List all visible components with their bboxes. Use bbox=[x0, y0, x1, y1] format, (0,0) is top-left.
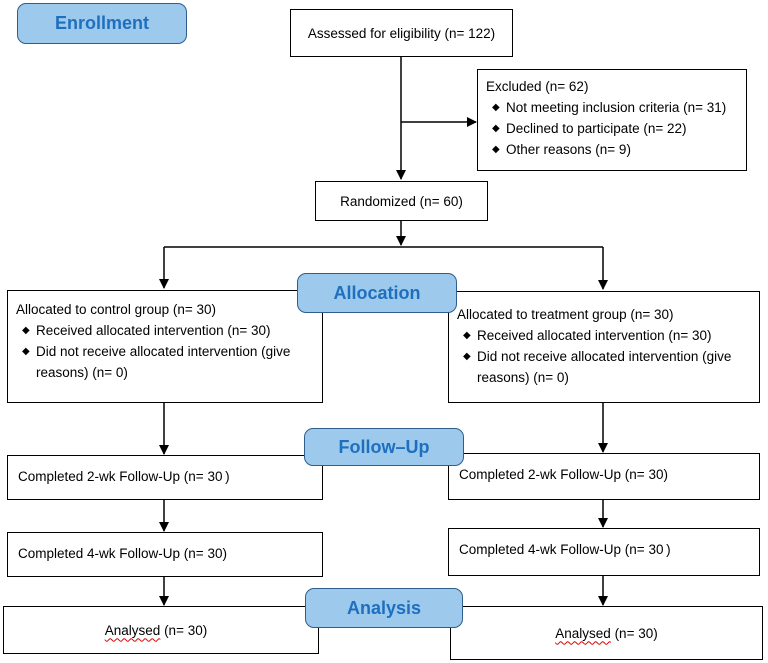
bullet-icon: ◆ bbox=[22, 325, 30, 336]
assessed-box: Assessed for eligibility (n= 122) bbox=[290, 9, 513, 57]
control-allocation-box: Allocated to control group (n= 30) ◆Rece… bbox=[7, 290, 323, 403]
control-allocated-text: Allocated to control group (n= 30) bbox=[16, 302, 216, 317]
treatment-followup-4wk-text: Completed 4-wk Follow-Up (n= 30 ) bbox=[459, 542, 671, 557]
bullet-icon: ◆ bbox=[492, 144, 500, 155]
control-followup-2wk-text: Completed 2-wk Follow-Up (n= 30 ) bbox=[18, 469, 230, 484]
control-analysed-count: (n= 30) bbox=[160, 622, 208, 638]
stage-follow-up: Follow–Up bbox=[304, 428, 464, 466]
bullet-icon: ◆ bbox=[22, 346, 30, 357]
bullet-icon: ◆ bbox=[492, 102, 500, 113]
control-followup-2wk-box: Completed 2-wk Follow-Up (n= 30 ) bbox=[7, 455, 323, 500]
control-analysed-box: Analysed (n= 30) bbox=[3, 606, 319, 654]
treatment-received-item: ◆Received allocated intervention (n= 30) bbox=[457, 325, 751, 346]
treatment-allocated-text: Allocated to treatment group (n= 30) bbox=[457, 307, 674, 322]
bullet-icon: ◆ bbox=[463, 330, 471, 341]
bullet-icon: ◆ bbox=[492, 123, 500, 134]
control-followup-4wk-box: Completed 4-wk Follow-Up (n= 30) bbox=[7, 532, 323, 577]
assessed-text: Assessed for eligibility (n= 122) bbox=[307, 25, 496, 41]
excluded-item: ◆Not meeting inclusion criteria (n= 31) bbox=[486, 97, 738, 118]
stage-enrollment: Enrollment bbox=[17, 3, 187, 44]
control-followup-4wk-text: Completed 4-wk Follow-Up (n= 30) bbox=[18, 546, 227, 561]
excluded-item: ◆Other reasons (n= 9) bbox=[486, 139, 738, 160]
control-received-item: ◆Received allocated intervention (n= 30) bbox=[16, 320, 314, 341]
treatment-followup-2wk-box: Completed 2-wk Follow-Up (n= 30) bbox=[448, 453, 760, 500]
excluded-item: ◆Declined to participate (n= 22) bbox=[486, 118, 738, 139]
excluded-box: Excluded (n= 62) ◆Not meeting inclusion … bbox=[477, 69, 747, 171]
treatment-analysed-word: Analysed bbox=[555, 625, 611, 641]
excluded-title: Excluded (n= 62) bbox=[486, 79, 589, 94]
treatment-analysed-box: Analysed (n= 30) bbox=[450, 606, 763, 660]
bullet-icon: ◆ bbox=[463, 351, 471, 362]
control-not-received-item: ◆Did not receive allocated intervention … bbox=[16, 341, 314, 383]
randomized-box: Randomized (n= 60) bbox=[315, 181, 488, 221]
randomized-text: Randomized (n= 60) bbox=[340, 193, 463, 209]
control-analysed-text: Analysed (n= 30) bbox=[105, 620, 207, 641]
treatment-analysed-count: (n= 30) bbox=[610, 625, 658, 641]
treatment-allocation-box: Allocated to treatment group (n= 30) ◆Re… bbox=[448, 291, 760, 403]
treatment-followup-2wk-text: Completed 2-wk Follow-Up (n= 30) bbox=[459, 467, 668, 482]
stage-allocation: Allocation bbox=[297, 273, 457, 313]
stage-analysis: Analysis bbox=[305, 588, 463, 628]
treatment-not-received-item: ◆Did not receive allocated intervention … bbox=[457, 346, 751, 388]
treatment-analysed-text: Analysed (n= 30) bbox=[555, 623, 657, 644]
treatment-followup-4wk-box: Completed 4-wk Follow-Up (n= 30 ) bbox=[448, 528, 760, 576]
control-analysed-word: Analysed bbox=[104, 622, 161, 638]
